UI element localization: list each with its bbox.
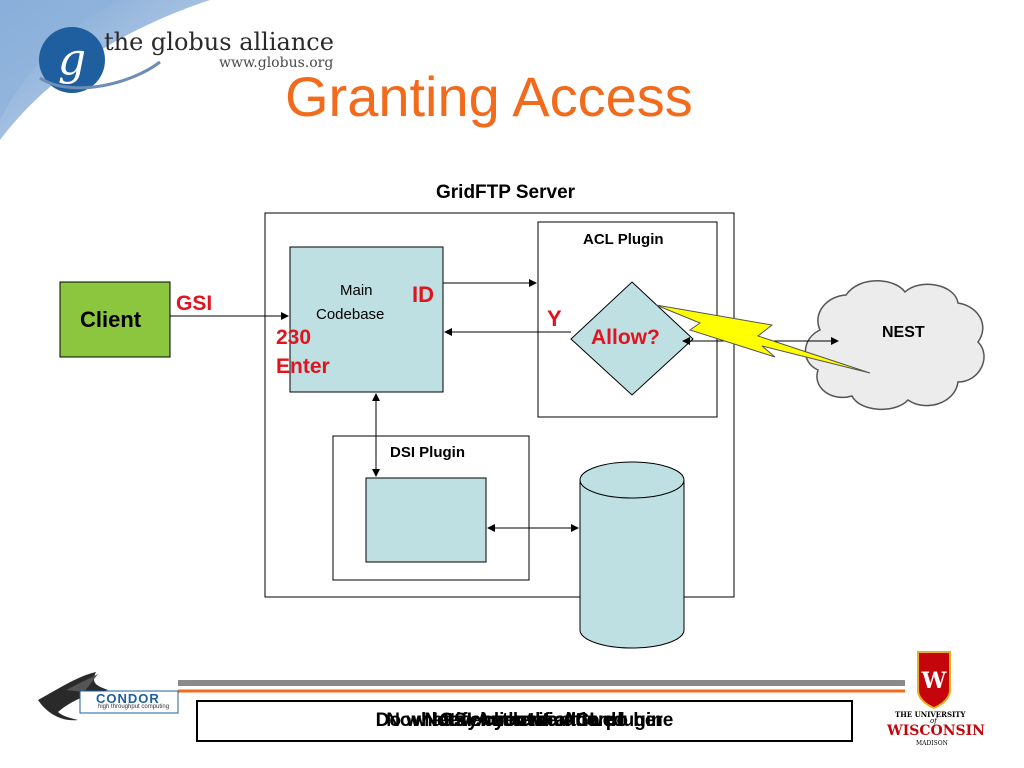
acl-plugin-label: ACL Plugin	[583, 231, 664, 248]
uw-logo-line4: MADISON	[916, 740, 948, 747]
dsi-inner-box	[365, 477, 487, 563]
header-swoosh	[0, 0, 210, 140]
main-codebase-line2: Codebase	[316, 306, 385, 323]
uw-logo-line2: of	[930, 717, 937, 725]
id-label: ID	[412, 282, 434, 307]
main-codebase-line1: Main	[340, 282, 373, 299]
allow-label: Allow?	[591, 326, 660, 349]
dsi-plugin-label: DSI Plugin	[390, 444, 465, 461]
lightning-bolt-icon	[655, 304, 871, 374]
nest-label: NEST	[882, 324, 925, 341]
page-title: Granting Access	[285, 65, 693, 128]
condor-logo-tagline: high throughput computing	[98, 704, 170, 710]
caption-layer-2: Now lets check the ACL plugin	[386, 710, 663, 731]
uw-crest-icon: W	[917, 651, 951, 710]
main-codebase-box	[289, 246, 444, 393]
caption-text-stack: Do whatever you want to do here Now lets…	[198, 702, 851, 740]
caption-box: Do whatever you want to do here Now lets…	[196, 700, 853, 742]
nest-cloud-icon	[804, 280, 985, 411]
reply-code-label: 230	[276, 326, 312, 349]
server-label: GridFTP Server	[436, 182, 576, 203]
condor-bird-icon	[38, 672, 108, 721]
reply-text-label: Enter	[276, 355, 330, 378]
condor-logo-text: CONDOR	[96, 691, 160, 706]
storage-cylinder-icon	[579, 461, 685, 649]
client-box	[59, 281, 171, 358]
condor-logo-badge	[79, 690, 179, 714]
y-label: Y	[547, 306, 562, 331]
uw-logo-line1: THE UNIVERSITY	[895, 710, 966, 719]
caption-layer-4: Notify client if allowed	[424, 710, 625, 731]
globus-logo-url: www.globus.org	[219, 55, 334, 71]
globus-logo-name: the globus alliance	[104, 28, 334, 56]
svg-text:g: g	[58, 34, 86, 85]
uw-logo-line3: WISCONSIN	[887, 723, 985, 739]
caption-layer-1: Do whatever you want to do here	[375, 710, 674, 731]
svg-text:W: W	[921, 668, 947, 694]
client-label: Client	[80, 307, 142, 332]
globus-logo-icon: g	[39, 27, 161, 93]
gsi-label: GSI	[176, 292, 213, 315]
allow-diamond	[570, 281, 694, 396]
caption-layer-3: GSI Authentication	[439, 710, 610, 731]
